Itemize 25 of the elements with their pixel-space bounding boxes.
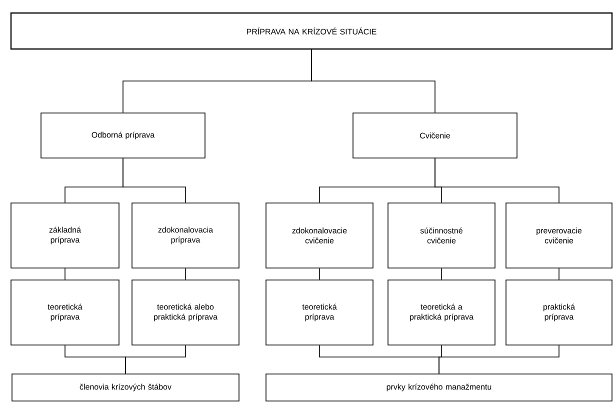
process-box: PRÍPRAVA NA KRÍZOVÉ SITUÁCIE	[10, 12, 613, 50]
connector-line	[185, 268, 186, 280]
process-box: teoretická príprava	[10, 280, 120, 346]
process-box: teoretická príprava	[266, 280, 374, 346]
connector-line	[319, 268, 320, 280]
process-box: súčinnostné cvičenie	[388, 202, 496, 268]
process-box: teoretická a praktická príprava	[388, 280, 496, 346]
process-box: teoretická alebo praktická príprava	[132, 280, 240, 346]
connector-line	[438, 344, 560, 374]
process-box: preverovacie cvičenie	[506, 202, 612, 268]
connector-line	[441, 268, 442, 280]
connector-line	[434, 158, 560, 203]
connector-line	[122, 158, 186, 203]
process-box: prvky krízového manažmentu	[266, 374, 612, 402]
process-box: zdokonalovacie cvičenie	[266, 202, 374, 268]
process-box: Cvičenie	[352, 112, 518, 158]
connector-line	[311, 49, 436, 113]
process-box: základná príprava	[10, 202, 120, 268]
connector-line	[558, 268, 560, 280]
connector-line	[125, 344, 186, 374]
process-box: zdokonalovacia príprava	[132, 202, 240, 268]
connector-line	[64, 268, 66, 280]
process-box: praktická príprava	[506, 280, 612, 346]
process-box: Odborná príprava	[40, 112, 206, 158]
process-box: členovia krízových štábov	[12, 374, 240, 402]
